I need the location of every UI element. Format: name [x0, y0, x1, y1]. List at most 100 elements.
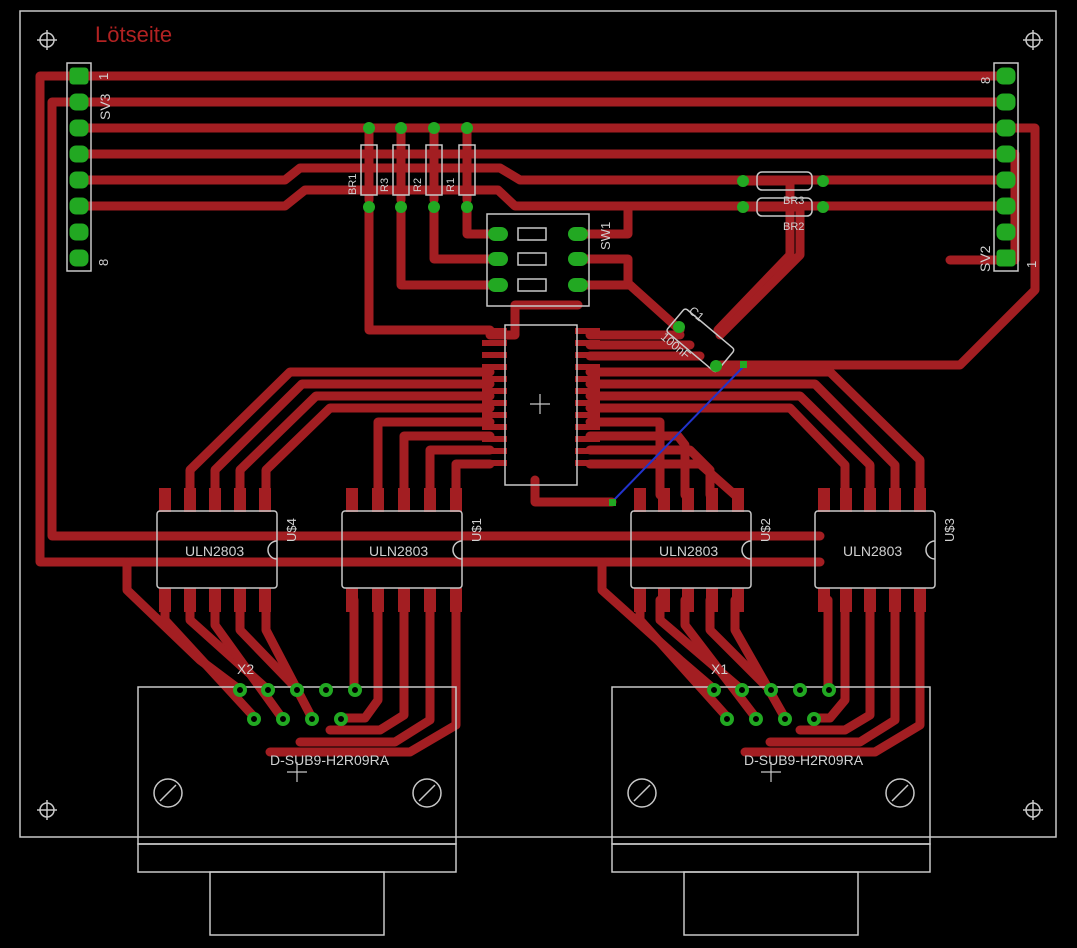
sv3-pad-3	[69, 119, 89, 137]
driver-u4-ref: U$4	[284, 518, 299, 542]
x2-trace-10	[295, 595, 435, 747]
u4-trace-4	[261, 403, 495, 500]
driver-u1-body	[341, 510, 463, 589]
resistor-r3: R3	[379, 122, 410, 213]
sv3-pad-8	[69, 249, 89, 267]
header-sv3: SV3 1 8	[66, 62, 113, 272]
switch-outline	[486, 213, 590, 307]
driver-u4: ULN2803 U$4	[156, 488, 299, 612]
ic-pad-l6	[482, 388, 507, 394]
sv3-pin-last: 8	[96, 259, 111, 266]
resistor-r3-label: R3	[379, 178, 391, 192]
bridge-br3-pad-left	[737, 175, 749, 187]
sv3-pin-first: 1	[96, 73, 111, 80]
switch-slider-1	[517, 227, 547, 241]
driver-u4-pads	[159, 488, 271, 612]
bridge-br2-body	[756, 197, 813, 217]
driver-u2-body	[630, 510, 752, 589]
mount-mark-top-right	[1023, 30, 1043, 50]
resistor-r3-body	[392, 144, 410, 196]
sv3-pad-1	[69, 67, 89, 85]
br-trace-2	[715, 202, 805, 340]
board-title: Lötseite	[95, 22, 172, 47]
sv3-pad-5	[69, 171, 89, 189]
resistor-r2-pad-top	[428, 122, 440, 134]
connector-x1-screw-left	[627, 778, 657, 808]
sv2-pin-first: 1	[1024, 261, 1039, 268]
resistor-r2: R2	[412, 122, 443, 213]
sw-trace-1	[573, 201, 633, 239]
connector-x2-screw-left	[153, 778, 183, 808]
bridge-br3-pad-right	[817, 175, 829, 187]
ic-pad-l2	[482, 340, 507, 346]
driver-u4-part: ULN2803	[185, 543, 244, 559]
bridge-group: BR3 BR2	[737, 171, 829, 233]
sv2-pad-1	[996, 67, 1016, 85]
connector-x1-pins	[707, 683, 836, 726]
driver-u2-notch	[741, 540, 752, 560]
sv2-pad-6	[996, 197, 1016, 215]
resistor-r1-pad-top	[461, 122, 473, 134]
u3-trace-1	[585, 367, 925, 500]
connector-x1-part: D-SUB9-H2R09RA	[744, 752, 864, 768]
u2-trace-2	[585, 431, 690, 500]
ic-pad-l10	[482, 436, 507, 442]
sv2-pad-8	[996, 249, 1016, 267]
driver-u4-body	[156, 510, 278, 589]
driver-u2: ULN2803 U$2	[630, 488, 773, 612]
sv3-name: SV3	[97, 93, 113, 120]
switch-label: SW1	[598, 222, 613, 250]
switch-slider-2	[517, 252, 547, 266]
driver-u3-body	[814, 510, 936, 589]
bridge-br3-label: BR3	[783, 195, 804, 207]
sv2-pad-7	[996, 223, 1016, 241]
ic-pad-l8	[482, 412, 507, 418]
sw-trace-2	[573, 254, 633, 290]
resistor-r1-label: R1	[445, 178, 457, 192]
resistor-r3-pad-bottom	[395, 201, 407, 213]
x2-trace-11	[265, 595, 461, 757]
br-trace-1	[713, 176, 795, 335]
resistor-r1: R1	[445, 122, 476, 213]
connector-x2-ref: X2	[237, 661, 254, 677]
u1-trace-4	[451, 459, 495, 500]
mount-mark-bottom-right	[1023, 800, 1043, 820]
board-outline	[19, 10, 1057, 838]
sw-trace-3	[573, 280, 685, 335]
resistor-r3-pad-top	[395, 122, 407, 134]
driver-u3-ref: U$3	[942, 518, 957, 542]
sv2-pad-3	[996, 119, 1016, 137]
connector-x2-shell	[209, 871, 385, 936]
ic-pad-r11	[575, 448, 600, 454]
resistor-row: BR1 R3 R2 R1	[347, 122, 476, 213]
ic-pad-r10	[575, 436, 600, 442]
resistor-r1-body	[458, 144, 476, 196]
connector-x1-screw-right	[885, 778, 915, 808]
ic-pad-r3	[575, 352, 600, 358]
ic-pad-r5	[575, 376, 600, 382]
mounting-marks	[37, 30, 1043, 820]
loop-trace-2	[47, 97, 825, 541]
driver-u3-notch	[925, 540, 936, 560]
ic-pad-r9	[575, 424, 600, 430]
resistor-br1-pad-bottom	[363, 201, 375, 213]
switch-slider-3	[517, 278, 547, 292]
ic-pad-l4	[482, 364, 507, 370]
driver-u3-part: ULN2803	[843, 543, 902, 559]
ic-gnd-via	[609, 499, 616, 506]
sv3-pad-4	[69, 145, 89, 163]
switch-pad-6	[568, 278, 588, 292]
ic-pad-r12	[575, 460, 600, 466]
driver-u4-notch	[267, 540, 278, 560]
bridge-br2-pad-left	[737, 201, 749, 213]
ic-pad-l3	[482, 352, 507, 358]
connector-x1-shell	[683, 871, 859, 936]
ic-pad-l1	[482, 328, 507, 334]
bridge-br2-label: BR2	[783, 221, 804, 233]
driver-u3: ULN2803 U$3	[814, 488, 957, 612]
u3-trace-4	[585, 403, 850, 500]
u4-trace-3	[235, 391, 495, 500]
u3-trace-3	[585, 391, 875, 500]
x2-trace-9	[325, 595, 409, 735]
